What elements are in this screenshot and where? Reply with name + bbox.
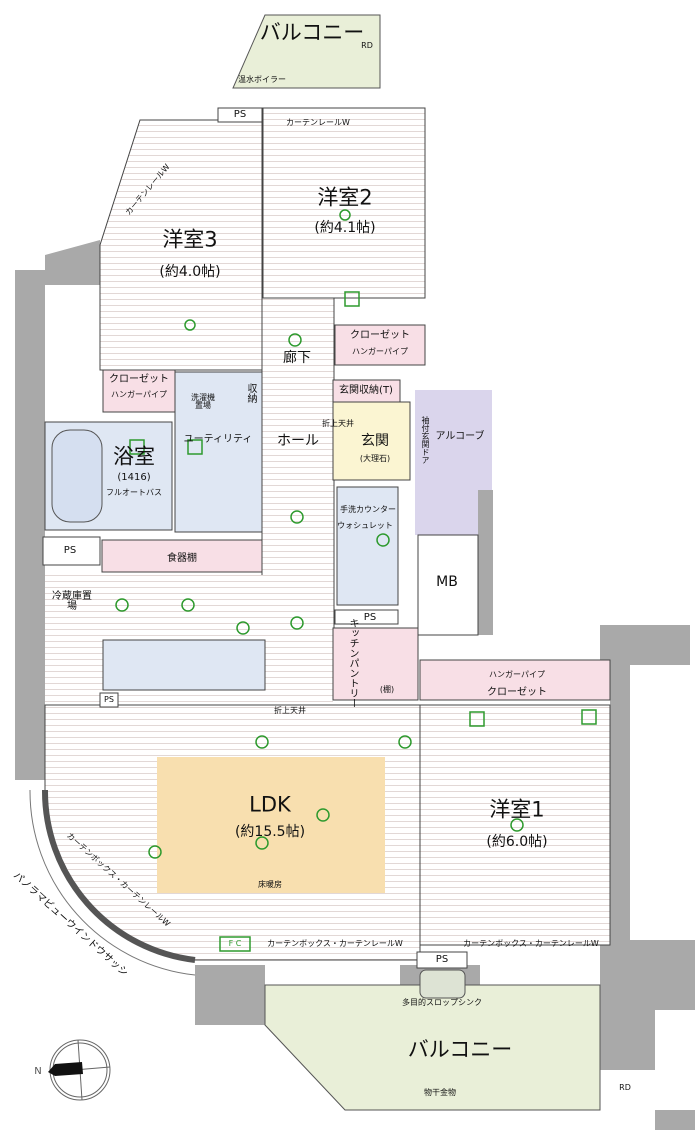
shelf-label: (棚) xyxy=(379,685,395,694)
western2-label: 洋室2 xyxy=(317,185,373,210)
mb xyxy=(417,534,479,636)
closet1-label: クローゼット xyxy=(487,687,547,698)
rd-top-label: RD xyxy=(361,41,373,50)
kitchen-counter xyxy=(102,639,266,691)
dish-cabinet xyxy=(101,539,263,573)
closet3-label: クローゼット xyxy=(109,374,169,385)
walls xyxy=(15,240,695,1130)
ps-kitchen-box xyxy=(99,692,119,708)
dish-cabinet-label: 食器棚 xyxy=(167,553,197,564)
toilet-counter-label: 手洗カウンター xyxy=(340,505,396,514)
ldk-label: LDK xyxy=(249,792,291,817)
closet1-sub: ハンガーパイプ xyxy=(489,670,545,679)
fc-label: F C xyxy=(228,939,242,948)
ps-top-label: PS xyxy=(233,109,247,120)
alcove-lower xyxy=(415,490,478,535)
ceiling2-label: 折上天井 xyxy=(274,706,306,715)
ps-bottom-box xyxy=(416,951,468,969)
closet-2 xyxy=(334,324,426,366)
utility xyxy=(174,371,263,533)
ps-toilet-box xyxy=(334,609,399,625)
ps-left-label: PS xyxy=(63,545,77,556)
compass-north-label: N xyxy=(34,1066,42,1077)
corridor-label: 廊下 xyxy=(283,350,311,366)
closet-1 xyxy=(419,659,611,701)
bathtub xyxy=(51,429,103,523)
ps-kitchen-label: PS xyxy=(104,695,114,704)
balcony-bottom-label: バルコニー xyxy=(407,1037,513,1062)
ps-left xyxy=(42,536,101,566)
toilet xyxy=(336,486,399,606)
alcove xyxy=(415,390,492,490)
ceiling-label: 折上天井 xyxy=(322,419,354,428)
fridge-label: 冷蔵庫置場 xyxy=(52,591,92,612)
bath-sub: フルオートバス xyxy=(106,488,162,497)
pantry-label: キッチンパントリー xyxy=(347,618,358,708)
balcony-top-label: バルコニー xyxy=(259,20,365,45)
floor-heating-rug xyxy=(157,757,385,893)
closet-3 xyxy=(102,369,176,413)
toilet-label: ウォシュレット xyxy=(337,521,393,530)
storage-label: 収納 xyxy=(245,383,256,403)
curtain-box-ldk-label: カーテンボックス・カーテンレールW xyxy=(267,939,403,948)
mb-label: MB xyxy=(436,574,458,590)
entrance-storage-label: 玄関収納(T) xyxy=(339,385,393,396)
room-western1 xyxy=(419,704,611,946)
door-note-label: 袖付玄関ドア xyxy=(421,416,430,464)
closet2-label: クローゼット xyxy=(350,330,410,341)
balcony-top xyxy=(232,14,381,89)
closet3-sub: ハンガーパイプ xyxy=(111,390,167,399)
ps-top-box xyxy=(217,107,263,123)
western1-label: 洋室1 xyxy=(489,797,545,822)
bath-size: (1416) xyxy=(117,472,151,483)
panorama-window-outer xyxy=(29,789,196,976)
entrance-label: 玄関 xyxy=(361,433,389,449)
ldk-size: (約15.5帖) xyxy=(234,824,306,840)
slop-sink-label: 多目的スロップシンク xyxy=(402,998,482,1007)
ps-bottom-label: PS xyxy=(435,954,449,965)
curtain-box-w1-label: カーテンボックス・カーテンレールW xyxy=(463,939,599,948)
panorama-window xyxy=(41,789,196,963)
laundry-hardware-label: 物干金物 xyxy=(424,1088,456,1097)
bath-label: 浴室 xyxy=(113,444,155,469)
western3-size: (約4.0帖) xyxy=(159,264,221,280)
washer-label: 洗濯機置場 xyxy=(191,393,215,410)
entrance-sub: (大理石) xyxy=(359,454,391,463)
entrance xyxy=(332,401,411,481)
compass-icon xyxy=(48,1039,111,1101)
slop-sink xyxy=(419,969,466,999)
electrical-fixtures xyxy=(115,209,597,952)
room-western2 xyxy=(262,107,426,299)
pantry xyxy=(332,627,419,701)
rd-bottom-label: RD xyxy=(619,1083,631,1092)
western2-size: (約4.1帖) xyxy=(314,220,376,236)
closet2-sub: ハンガーパイプ xyxy=(352,347,408,356)
curtain-rail-top-label: カーテンレールW xyxy=(286,118,350,127)
hall-label: ホール xyxy=(277,433,319,449)
western1-size: (約6.0帖) xyxy=(486,834,548,850)
ps-toilet-label: PS xyxy=(363,612,377,623)
water-heater-label: 温水ボイラー xyxy=(238,75,286,84)
alcove-label: アルコーブ xyxy=(435,431,485,442)
balcony-bottom xyxy=(264,984,601,1111)
utility-label: ユーティリティ xyxy=(183,434,253,445)
western3-label: 洋室3 xyxy=(162,227,218,252)
floor-heating-label: 床暖房 xyxy=(258,880,282,889)
